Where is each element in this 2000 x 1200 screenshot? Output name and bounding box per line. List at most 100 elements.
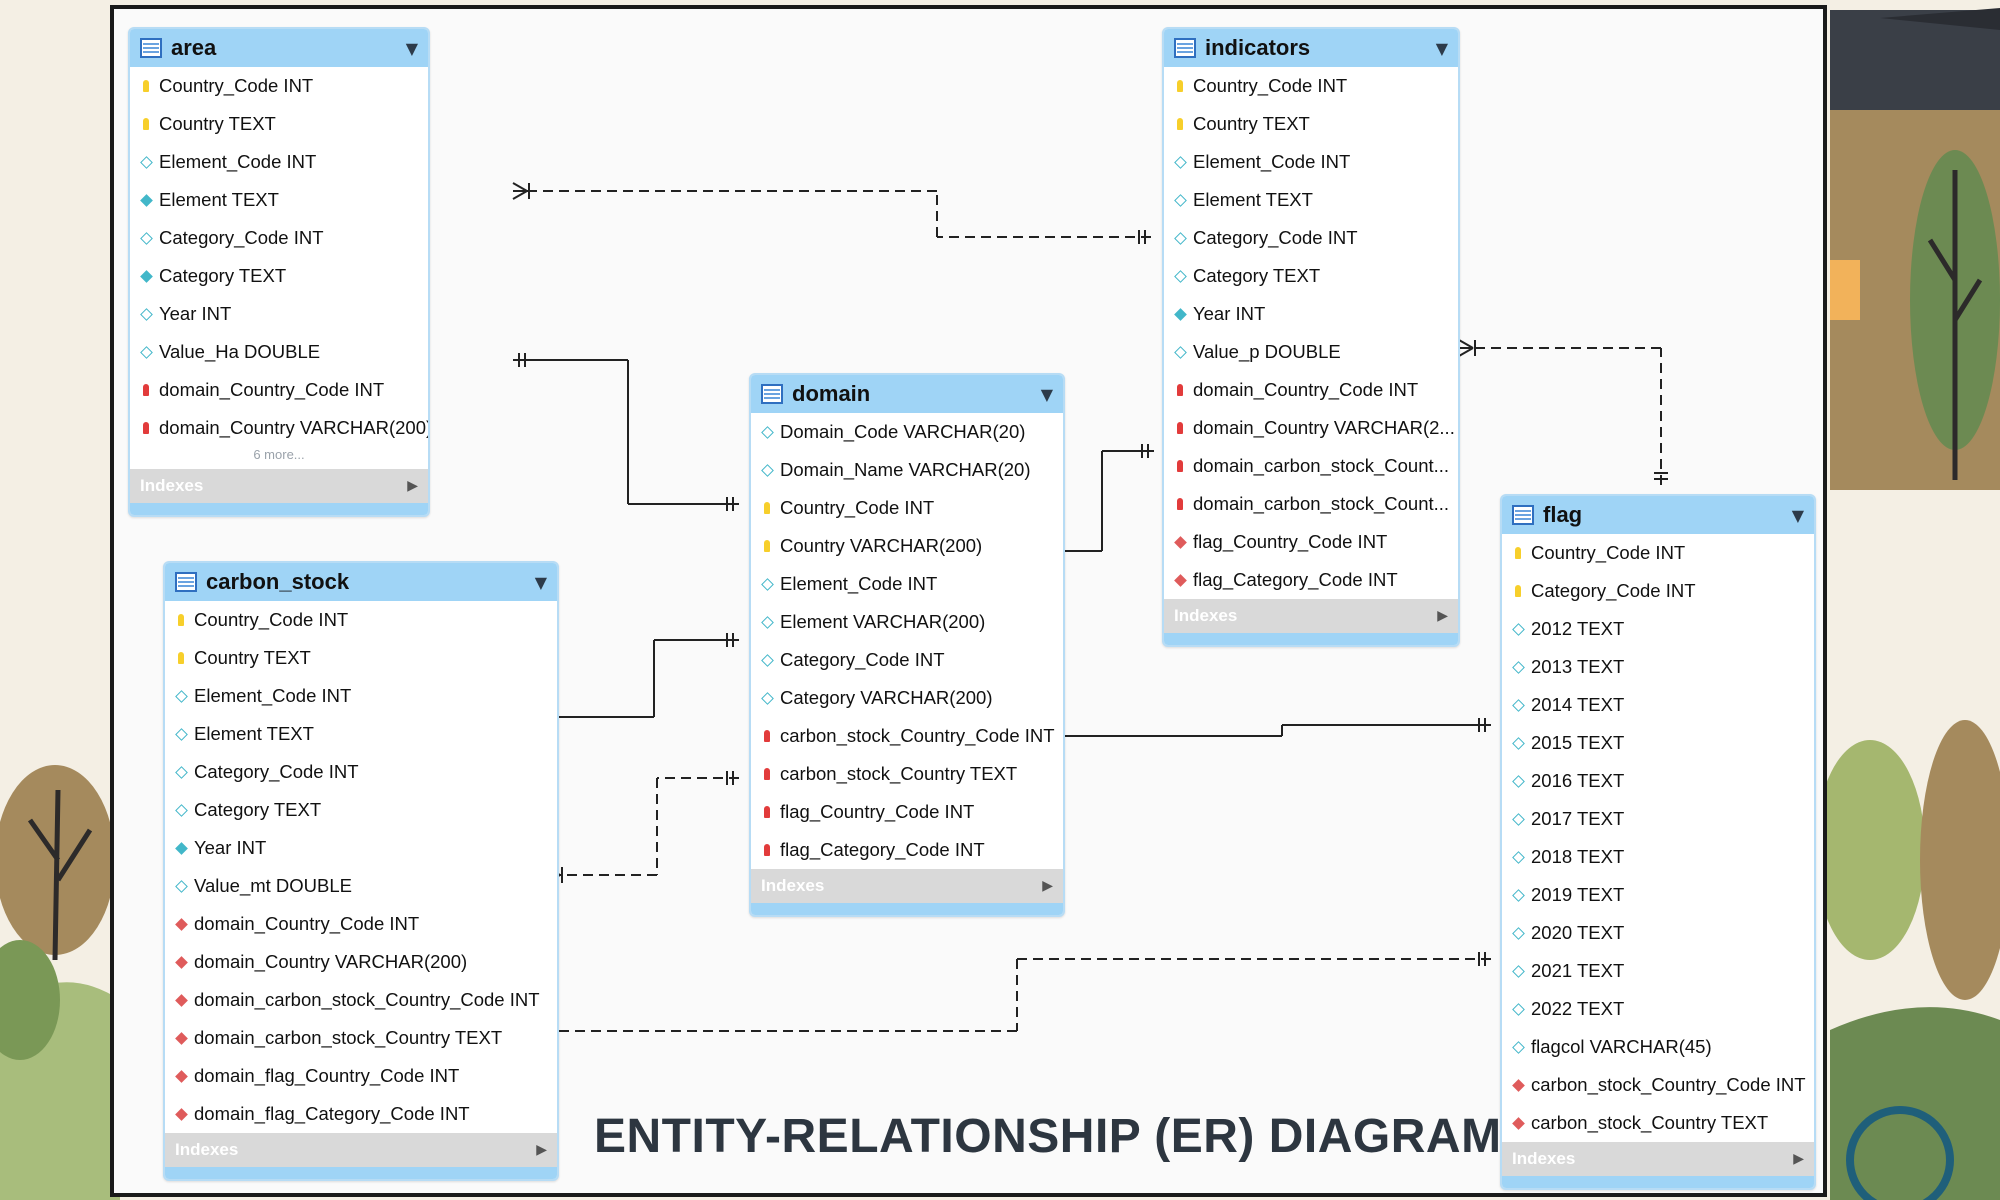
column-row[interactable]: 2016 TEXT bbox=[1502, 762, 1814, 800]
indexes-section[interactable]: Indexes ▶ bbox=[1502, 1142, 1814, 1176]
column-row[interactable]: domain_Country VARCHAR(200) bbox=[130, 409, 428, 447]
column-row[interactable]: Element TEXT bbox=[130, 181, 428, 219]
column-row[interactable]: domain_flag_Country_Code INT bbox=[165, 1057, 557, 1095]
column-row[interactable]: domain_flag_Category_Code INT bbox=[165, 1095, 557, 1133]
column-row[interactable]: flag_Country_Code INT bbox=[751, 793, 1063, 831]
expand-arrow-icon[interactable]: ▶ bbox=[407, 478, 418, 494]
relationship-flag-carbon_stock[interactable] bbox=[546, 952, 1491, 1038]
column-row[interactable]: domain_carbon_stock_Count... bbox=[1164, 447, 1458, 485]
column-row[interactable]: 2013 TEXT bbox=[1502, 648, 1814, 686]
indexes-section[interactable]: Indexes ▶ bbox=[1164, 599, 1458, 633]
column-row[interactable]: Category_Code INT bbox=[1502, 572, 1814, 610]
column-row[interactable]: 2015 TEXT bbox=[1502, 724, 1814, 762]
relationship-domain-indicators[interactable] bbox=[1051, 444, 1154, 558]
column-row[interactable]: 2017 TEXT bbox=[1502, 800, 1814, 838]
relationship-domain-carbon_stock[interactable] bbox=[545, 771, 739, 884]
column-row[interactable]: Country_Code INT bbox=[165, 601, 557, 639]
table-header[interactable]: indicators ▼ bbox=[1164, 29, 1458, 67]
relationship-domain-carbon_stock[interactable] bbox=[546, 633, 739, 724]
collapse-arrow-icon[interactable]: ▼ bbox=[1040, 384, 1053, 404]
column-row[interactable]: 2022 TEXT bbox=[1502, 990, 1814, 1028]
relationship-flag-indicators[interactable] bbox=[1458, 339, 1668, 485]
column-row[interactable]: domain_Country_Code INT bbox=[165, 905, 557, 943]
relationship-domain-area[interactable] bbox=[513, 353, 739, 511]
indexes-section[interactable]: Indexes ▶ bbox=[751, 869, 1063, 903]
column-row[interactable]: Country TEXT bbox=[165, 639, 557, 677]
indexes-section[interactable]: Indexes ▶ bbox=[130, 469, 428, 503]
column-row[interactable]: Value_Ha DOUBLE bbox=[130, 333, 428, 371]
column-row[interactable]: carbon_stock_Country_Code INT bbox=[1502, 1066, 1814, 1104]
relationship-indicators-area[interactable] bbox=[512, 182, 1151, 244]
column-row[interactable]: domain_Country_Code INT bbox=[1164, 371, 1458, 409]
collapse-arrow-icon[interactable]: ▼ bbox=[405, 38, 418, 58]
column-row[interactable]: Category TEXT bbox=[130, 257, 428, 295]
column-row[interactable]: Category TEXT bbox=[165, 791, 557, 829]
table-header[interactable]: flag ▼ bbox=[1502, 496, 1814, 534]
column-row[interactable]: Element_Code INT bbox=[751, 565, 1063, 603]
column-row[interactable]: flag_Category_Code INT bbox=[1164, 561, 1458, 599]
column-row[interactable]: Category_Code INT bbox=[1164, 219, 1458, 257]
column-row[interactable]: Element_Code INT bbox=[130, 143, 428, 181]
table-header[interactable]: carbon_stock ▼ bbox=[165, 563, 557, 601]
column-row[interactable]: Domain_Code VARCHAR(20) bbox=[751, 413, 1063, 451]
column-row[interactable]: flag_Category_Code INT bbox=[751, 831, 1063, 869]
column-row[interactable]: Element_Code INT bbox=[1164, 143, 1458, 181]
column-row[interactable]: Country TEXT bbox=[1164, 105, 1458, 143]
expand-arrow-icon[interactable]: ▶ bbox=[1793, 1151, 1804, 1167]
expand-arrow-icon[interactable]: ▶ bbox=[536, 1142, 547, 1158]
column-row[interactable]: 2014 TEXT bbox=[1502, 686, 1814, 724]
column-row[interactable]: 2012 TEXT bbox=[1502, 610, 1814, 648]
column-row[interactable]: 2019 TEXT bbox=[1502, 876, 1814, 914]
indexes-section[interactable]: Indexes ▶ bbox=[165, 1133, 557, 1167]
column-row[interactable]: Value_mt DOUBLE bbox=[165, 867, 557, 905]
relationship-domain-flag[interactable] bbox=[1051, 718, 1491, 743]
column-row[interactable]: 2020 TEXT bbox=[1502, 914, 1814, 952]
column-row[interactable]: Category_Code INT bbox=[751, 641, 1063, 679]
column-row[interactable]: carbon_stock_Country TEXT bbox=[1502, 1104, 1814, 1142]
column-row[interactable]: domain_Country VARCHAR(200) bbox=[165, 943, 557, 981]
column-row[interactable]: 2021 TEXT bbox=[1502, 952, 1814, 990]
column-row[interactable]: Year INT bbox=[130, 295, 428, 333]
expand-arrow-icon[interactable]: ▶ bbox=[1042, 878, 1053, 894]
column-row[interactable]: domain_carbon_stock_Count... bbox=[1164, 485, 1458, 523]
column-row[interactable]: Country_Code INT bbox=[1164, 67, 1458, 105]
column-row[interactable]: Country_Code INT bbox=[751, 489, 1063, 527]
column-row[interactable]: domain_Country_Code INT bbox=[130, 371, 428, 409]
column-row[interactable]: Value_p DOUBLE bbox=[1164, 333, 1458, 371]
expand-arrow-icon[interactable]: ▶ bbox=[1437, 608, 1448, 624]
column-row[interactable]: domain_carbon_stock_Country TEXT bbox=[165, 1019, 557, 1057]
column-row[interactable]: Country VARCHAR(200) bbox=[751, 527, 1063, 565]
table-header[interactable]: domain ▼ bbox=[751, 375, 1063, 413]
column-row[interactable]: domain_Country VARCHAR(2... bbox=[1164, 409, 1458, 447]
column-row[interactable]: Element VARCHAR(200) bbox=[751, 603, 1063, 641]
column-row[interactable]: 2018 TEXT bbox=[1502, 838, 1814, 876]
column-row[interactable]: Element TEXT bbox=[165, 715, 557, 753]
column-row[interactable]: Year INT bbox=[165, 829, 557, 867]
collapse-arrow-icon[interactable]: ▼ bbox=[1791, 505, 1804, 525]
column-row[interactable]: domain_carbon_stock_Country_Code INT bbox=[165, 981, 557, 1019]
table-header[interactable]: area ▼ bbox=[130, 29, 428, 67]
column-row[interactable]: Element_Code INT bbox=[165, 677, 557, 715]
column-row[interactable]: flagcol VARCHAR(45) bbox=[1502, 1028, 1814, 1066]
table-domain[interactable]: domain ▼ Domain_Code VARCHAR(20)Domain_N… bbox=[749, 373, 1065, 917]
column-row[interactable]: carbon_stock_Country_Code INT bbox=[751, 717, 1063, 755]
column-row[interactable]: Domain_Name VARCHAR(20) bbox=[751, 451, 1063, 489]
column-row[interactable]: Category_Code INT bbox=[130, 219, 428, 257]
column-row[interactable]: Category VARCHAR(200) bbox=[751, 679, 1063, 717]
column-row[interactable]: Category_Code INT bbox=[165, 753, 557, 791]
column-row[interactable]: Country_Code INT bbox=[130, 67, 428, 105]
column-row[interactable]: Category TEXT bbox=[1164, 257, 1458, 295]
column-row[interactable]: Country_Code INT bbox=[1502, 534, 1814, 572]
collapse-arrow-icon[interactable]: ▼ bbox=[534, 572, 547, 592]
column-row[interactable]: Element TEXT bbox=[1164, 181, 1458, 219]
column-row[interactable]: carbon_stock_Country TEXT bbox=[751, 755, 1063, 793]
column-row[interactable]: Country TEXT bbox=[130, 105, 428, 143]
more-columns-label[interactable]: 6 more... bbox=[253, 447, 305, 462]
column-row[interactable]: Year INT bbox=[1164, 295, 1458, 333]
column-row[interactable]: flag_Country_Code INT bbox=[1164, 523, 1458, 561]
collapse-arrow-icon[interactable]: ▼ bbox=[1435, 38, 1448, 58]
